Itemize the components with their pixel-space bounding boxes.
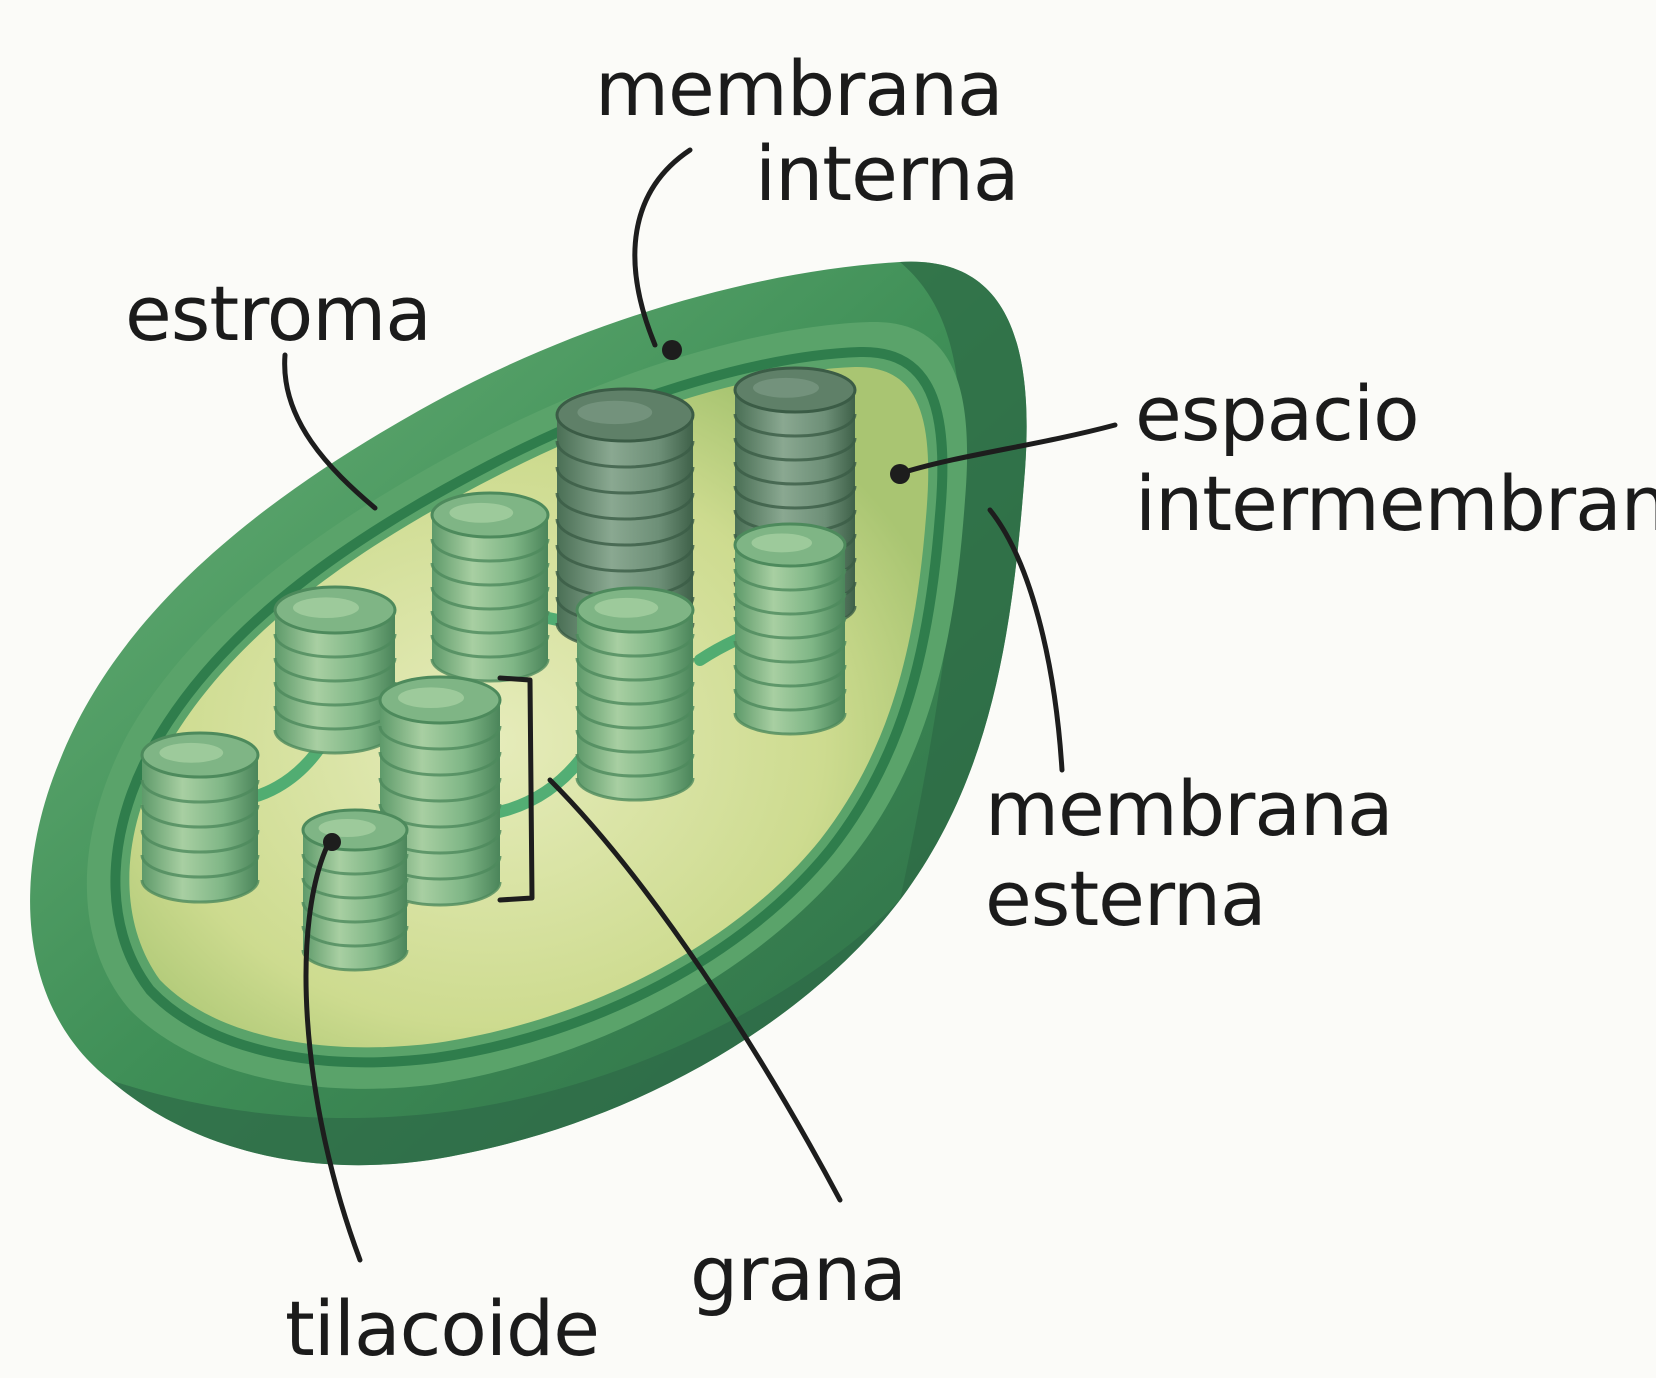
- thylakoid-highlight: [398, 687, 464, 708]
- granum-stack: [275, 587, 395, 753]
- leader-dot-espacio: [890, 464, 910, 484]
- thylakoid-highlight: [293, 597, 359, 618]
- granum-stack: [142, 733, 258, 902]
- thylakoid-highlight: [449, 503, 513, 523]
- label-estroma: estroma: [125, 269, 431, 358]
- leader-dot-tilacoide: [323, 833, 341, 851]
- label-grana: grana: [690, 1229, 906, 1318]
- thylakoid-highlight: [159, 743, 223, 763]
- thylakoid-highlight: [577, 401, 652, 424]
- granum-stack: [432, 493, 548, 681]
- label-membrana-externa-line2: esterna: [985, 854, 1266, 943]
- granum-stack: [577, 588, 693, 800]
- label-espacio-intermembrana-line1: espacio: [1135, 369, 1419, 458]
- label-espacio-intermembrana-line2: intermembrana: [1135, 459, 1656, 548]
- label-membrana-interna-line2: interna: [755, 129, 1019, 218]
- label-membrana-externa-line1: membrana: [985, 764, 1393, 853]
- label-tilacoide: tilacoide: [285, 1284, 599, 1373]
- granum-stack: [735, 524, 845, 734]
- thylakoid-highlight: [594, 598, 658, 618]
- thylakoid-highlight: [753, 378, 819, 398]
- granum-stack: [303, 810, 407, 970]
- label-membrana-interna-line1: membrana: [595, 44, 1003, 133]
- leader-dot-membrana-interna: [662, 340, 682, 360]
- thylakoid-highlight: [319, 819, 376, 837]
- thylakoid-highlight: [752, 533, 813, 552]
